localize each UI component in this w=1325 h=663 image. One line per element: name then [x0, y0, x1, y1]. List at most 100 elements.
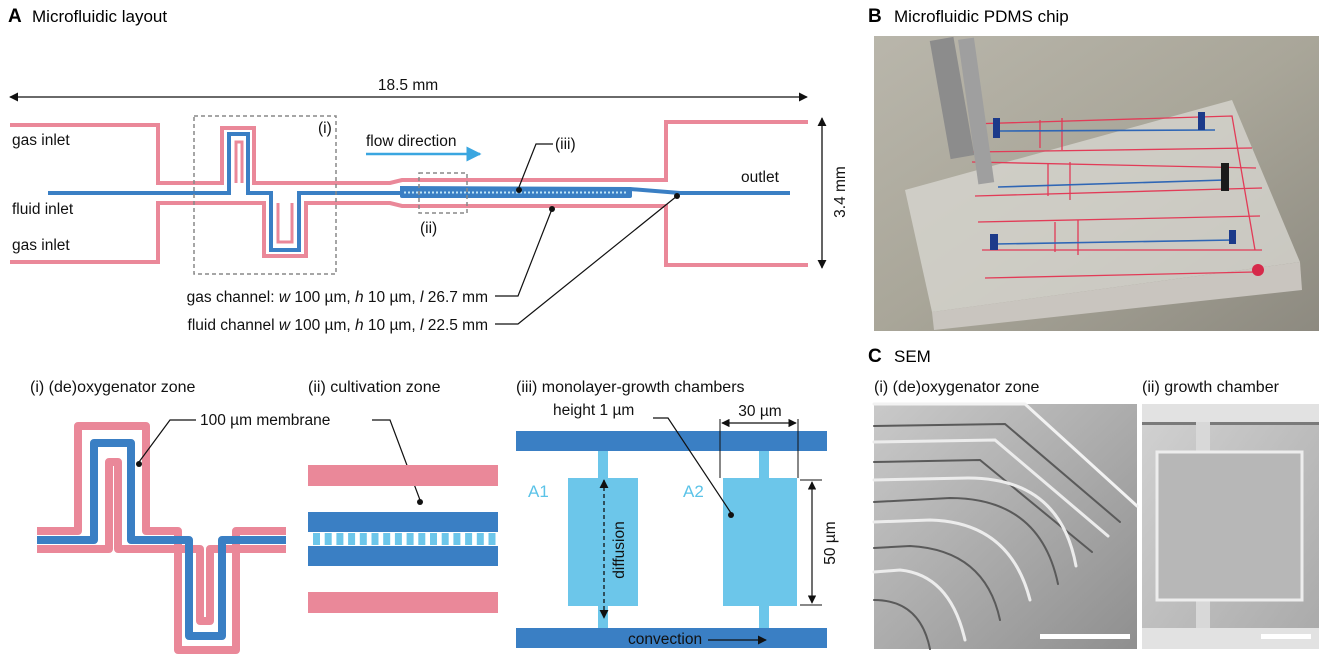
cultivation-chamber [465, 533, 473, 545]
chip-top-face [905, 100, 1300, 312]
flow-direction-label: flow direction [366, 133, 456, 150]
gas-channel-bottom [10, 201, 808, 267]
gas-spec-w: w [279, 289, 292, 306]
zone-i-drawing [37, 422, 286, 654]
scale-bar-ii [1261, 634, 1311, 639]
chip-gas-channels [969, 115, 1263, 279]
zone-ii-gas-top [308, 465, 498, 486]
width-30-label: 30 µm [738, 403, 781, 420]
zone-ii-box [418, 172, 468, 214]
cultivation-chamber [324, 533, 332, 545]
outlet-label: outlet [741, 169, 780, 186]
gas-channel-leader [495, 208, 553, 297]
zone-i-gas-outer [37, 422, 286, 654]
panel-a-title: Microfluidic layout [32, 7, 167, 26]
cultivation-chamber [406, 533, 414, 545]
port-2 [1198, 112, 1205, 130]
marker-i: (i) [318, 120, 332, 137]
a2-connector-top [759, 451, 769, 478]
gas-spec-w-val: 100 µm, [290, 289, 355, 306]
fluid-spec-w: w [279, 317, 292, 334]
marker-iii-dot [516, 187, 522, 193]
height-dot [728, 512, 734, 518]
zone-ii-gas-bottom [308, 592, 498, 613]
a2-label: A2 [683, 482, 704, 501]
height-1um-label: height 1 µm [553, 402, 634, 419]
cultivation-chamber [359, 533, 367, 545]
cultivation-chamber [394, 533, 402, 545]
width-label: 18.5 mm [378, 77, 438, 94]
zone-iii-bottom-channel [516, 628, 827, 648]
a1-connector-top [598, 451, 608, 478]
membrane-leader-right [372, 419, 421, 501]
fluid-spec-w-val: 100 µm, [290, 317, 355, 334]
cultivation-chamber [430, 533, 437, 545]
sem-i-grooves [872, 402, 1139, 650]
chamber-a2 [723, 478, 797, 606]
gas-spec-h-val: 10 µm, [364, 289, 420, 306]
height-label: 3.4 mm [832, 166, 849, 218]
pdms-chip-photo [874, 36, 1319, 331]
fluid-spec-h: h [355, 317, 364, 334]
scale-bar-i [1040, 634, 1130, 639]
sem-ii-top-channel-shadow [1142, 422, 1319, 425]
port-5 [1229, 230, 1236, 244]
zone-i-fluid [37, 439, 286, 640]
sem-ii-chamber [1155, 450, 1304, 602]
zone-ii-fluid-top [308, 512, 498, 532]
panel-b-letter: B [868, 6, 882, 27]
cultivation-chamber [348, 533, 356, 545]
panel-a-letter: A [8, 6, 22, 27]
chip-edge [932, 262, 1302, 330]
a1-label: A1 [528, 482, 549, 501]
gas-loop-inner-down [276, 203, 294, 244]
diffusion-label: diffusion [611, 521, 628, 578]
zone-iii-title: (iii) monolayer-growth chambers [516, 379, 745, 396]
membrane-dot-left [136, 461, 142, 467]
cultivation-chamber [441, 533, 449, 545]
membrane-dot-right [417, 499, 423, 505]
panel-c-sub-ii: (ii) growth chamber [1142, 379, 1280, 396]
zone-iii-top-channel [516, 431, 827, 451]
gas-inlet-bottom-label: gas inlet [12, 237, 70, 254]
fluid-inlet-label: fluid inlet [12, 201, 74, 218]
convection-label: convection [628, 631, 702, 648]
sem-ii-top-channel [1142, 404, 1319, 422]
cultivation-chamber [371, 533, 379, 545]
zone-ii-title: (ii) cultivation zone [308, 379, 441, 396]
fluid-spec-l-val: 22.5 mm [423, 317, 488, 334]
fluid-spec-l: l [420, 317, 424, 334]
gas-channel-spec: gas channel: w 100 µm, h 10 µm, l 26.7 m… [187, 289, 488, 306]
a2-connector-bottom [759, 606, 769, 628]
cultivation-chamber [336, 533, 344, 545]
cultivation-chamber [313, 533, 320, 545]
sem-image-growth-chamber [1142, 404, 1319, 649]
needle-2 [958, 37, 995, 185]
cultivation-chamber [453, 533, 461, 545]
membrane-leader-left [138, 419, 196, 463]
height-50-label: 50 µm [822, 521, 839, 564]
sem-ii-bottom-channel [1142, 628, 1319, 649]
gas-spec-l-val: 26.7 mm [423, 289, 488, 306]
sem-image-oxygenator [872, 402, 1139, 650]
gas-spec-h: h [355, 289, 364, 306]
port-6 [1252, 264, 1264, 276]
panel-c-sub-i: (i) (de)oxygenator zone [874, 379, 1040, 396]
fluid-spec-h-val: 10 µm, [364, 317, 420, 334]
panel-c-title: SEM [894, 347, 931, 366]
sem-i-background [874, 404, 1137, 649]
zone-i-gas-inner [37, 458, 286, 625]
chip-fluid-channels [994, 129, 1235, 245]
gas-inlet-top-label: gas inlet [12, 132, 70, 149]
sem-ii-connector-top [1196, 422, 1210, 452]
fluid-channel-meander [48, 132, 400, 252]
marker-ii: (ii) [420, 220, 437, 237]
port-1 [993, 118, 1000, 138]
zone-ii-chambers [313, 533, 496, 545]
gas-channel-top [10, 120, 808, 185]
gas-loop-inner-up [234, 140, 244, 183]
sem-ii-connector-bottom [1196, 600, 1210, 628]
height-leader [653, 417, 732, 514]
port-4 [990, 234, 998, 250]
